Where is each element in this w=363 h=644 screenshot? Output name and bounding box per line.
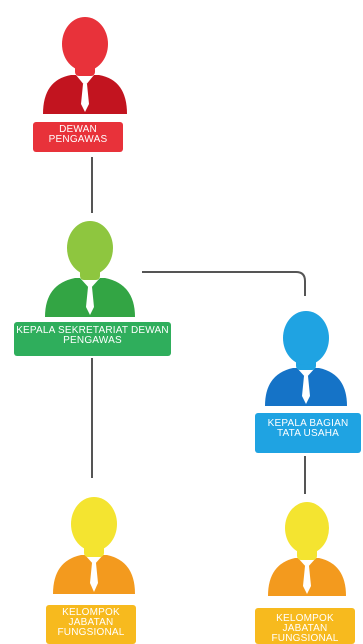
person-icon-yellow xyxy=(268,502,346,596)
person-icon-yellow xyxy=(53,497,135,594)
node-label: KELOMPOK JABATAN FUNGSIONAL xyxy=(46,605,136,644)
person-icon-red xyxy=(43,17,127,114)
node-label: KELOMPOK JABATAN FUNGSIONAL xyxy=(255,608,355,644)
person-icon-blue xyxy=(265,311,347,406)
person-icon-green xyxy=(45,221,135,317)
node-label: KEPALA SEKRETARIAT DEWAN PENGAWAS xyxy=(14,322,171,356)
node-label: KEPALA BAGIAN TATA USAHA xyxy=(255,413,361,453)
node-label: DEWAN PENGAWAS xyxy=(33,122,123,152)
connector-sekretariat-to-tata-usaha xyxy=(142,271,306,296)
